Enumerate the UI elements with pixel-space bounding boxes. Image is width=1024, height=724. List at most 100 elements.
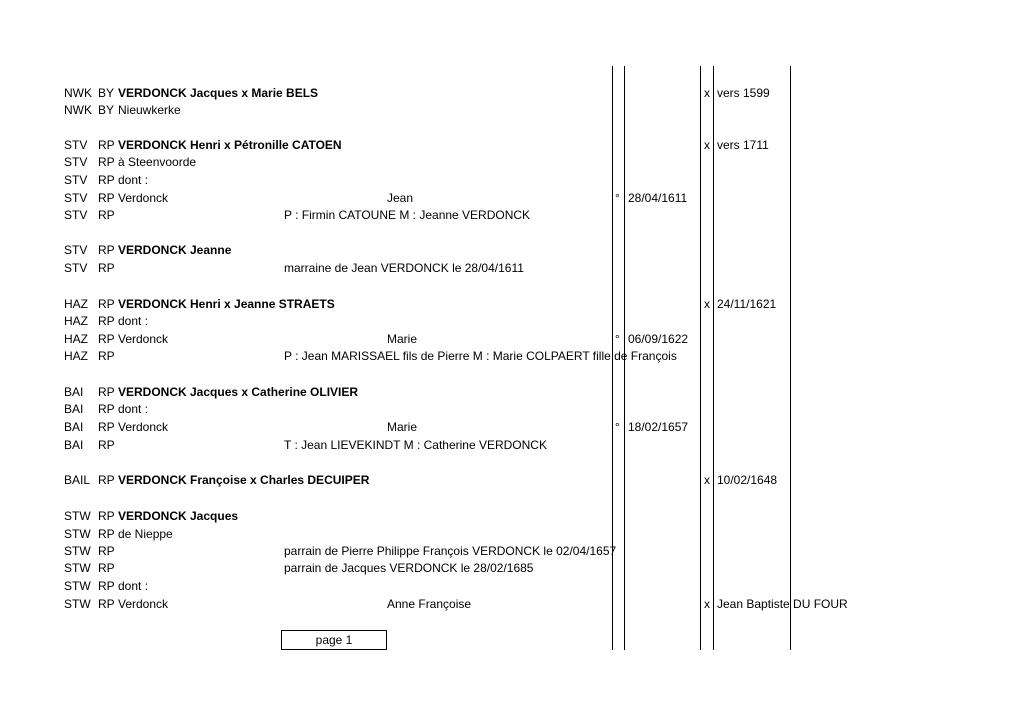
detail-text: parrain de Pierre Philippe François VERD… bbox=[284, 544, 617, 558]
source-code: HAZ bbox=[64, 349, 88, 363]
name-text: VERDONCK Françoise x Charles DECUIPER bbox=[118, 473, 370, 487]
marriage-date: 10/02/1648 bbox=[717, 473, 778, 487]
record-type: RP bbox=[98, 155, 115, 169]
name-text: Verdonck bbox=[118, 597, 169, 611]
source-code: STV bbox=[64, 243, 88, 257]
birth-date: 18/02/1657 bbox=[628, 420, 689, 434]
source-code: STV bbox=[64, 138, 88, 152]
source-code: STW bbox=[64, 544, 91, 558]
marriage-date: 24/11/1621 bbox=[717, 297, 777, 311]
source-code: NWK bbox=[64, 103, 92, 117]
source-code: STV bbox=[64, 155, 88, 169]
given-name: Anne Françoise bbox=[387, 597, 472, 611]
given-name: Marie bbox=[387, 420, 418, 434]
source-code: NWK bbox=[64, 86, 92, 100]
name-text: Nieuwkerke bbox=[118, 103, 181, 117]
marriage-symbol: x bbox=[704, 138, 710, 152]
name-text: dont : bbox=[118, 402, 149, 416]
birth-symbol: ° bbox=[615, 332, 620, 346]
record-type: RP bbox=[98, 208, 115, 222]
given-name: Jean bbox=[387, 191, 414, 205]
record-type: RP bbox=[98, 473, 115, 487]
record-type: BY bbox=[98, 86, 115, 100]
record-type: RP bbox=[98, 332, 115, 346]
detail-text: P : Jean MARISSAEL fils de Pierre M : Ma… bbox=[284, 349, 677, 363]
record-type: RP bbox=[98, 420, 115, 434]
record-type: RP bbox=[98, 297, 115, 311]
name-text: à Steenvoorde bbox=[118, 155, 197, 169]
source-code: HAZ bbox=[64, 314, 88, 328]
source-code: STW bbox=[64, 509, 91, 523]
record-type: RP bbox=[98, 561, 115, 575]
source-code: BAI bbox=[64, 402, 84, 416]
name-text: VERDONCK Jacques x Marie BELS bbox=[118, 86, 319, 100]
name-text: Verdonck bbox=[118, 191, 169, 205]
vertical-rule bbox=[612, 66, 613, 650]
name-text: Verdonck bbox=[118, 420, 169, 434]
name-text: dont : bbox=[118, 579, 149, 593]
marriage-date: vers 1711 bbox=[717, 138, 769, 152]
source-code: STW bbox=[64, 527, 91, 541]
record-type: RP bbox=[98, 579, 115, 593]
marriage-symbol: x bbox=[704, 86, 710, 100]
marriage-date: vers 1599 bbox=[717, 86, 770, 100]
record-type: RP bbox=[98, 261, 115, 275]
source-code: STW bbox=[64, 561, 91, 575]
source-code: STW bbox=[64, 597, 91, 611]
vertical-rule bbox=[624, 66, 625, 650]
marriage-date: Jean Baptiste DU FOUR bbox=[717, 597, 848, 611]
source-code: STV bbox=[64, 173, 88, 187]
record-type: BY bbox=[98, 103, 115, 117]
birth-symbol: ° bbox=[615, 420, 620, 434]
name-text: VERDONCK Jeanne bbox=[118, 243, 232, 257]
table-row: STV RP marraine de Jean VERDONCK le 28/04/… bbox=[0, 260, 1024, 277]
vertical-rule bbox=[713, 66, 714, 650]
marriage-symbol: x bbox=[704, 473, 710, 487]
name-text: dont : bbox=[118, 173, 149, 187]
source-code: BAI bbox=[64, 420, 84, 434]
record-type: RP bbox=[98, 314, 115, 328]
birth-date: 28/04/1611 bbox=[628, 191, 688, 205]
birth-date: 06/09/1622 bbox=[628, 332, 689, 346]
source-code: STV bbox=[64, 208, 88, 222]
detail-text: marraine de Jean VERDONCK le 28/04/1611 bbox=[284, 261, 524, 275]
source-code: HAZ bbox=[64, 332, 88, 346]
name-text: VERDONCK Jacques bbox=[118, 509, 239, 523]
source-code: STV bbox=[64, 261, 88, 275]
marriage-symbol: x bbox=[704, 297, 710, 311]
record-type: RP bbox=[98, 385, 115, 399]
record-type: RP bbox=[98, 173, 115, 187]
vertical-rule bbox=[700, 66, 701, 650]
record-type: RP bbox=[98, 138, 115, 152]
name-text: de Nieppe bbox=[118, 527, 173, 541]
birth-symbol: ° bbox=[615, 191, 620, 205]
name-text: VERDONCK Jacques x Catherine OLIVIER bbox=[118, 385, 359, 399]
record-type: RP bbox=[98, 597, 115, 611]
source-code: BAI bbox=[64, 385, 84, 399]
name-text: VERDONCK Henri x Pétronille CATOEN bbox=[118, 138, 342, 152]
source-code: STW bbox=[64, 579, 91, 593]
record-type: RP bbox=[98, 402, 115, 416]
detail-text: T : Jean LIEVEKINDT M : Catherine VERDON… bbox=[284, 438, 547, 452]
